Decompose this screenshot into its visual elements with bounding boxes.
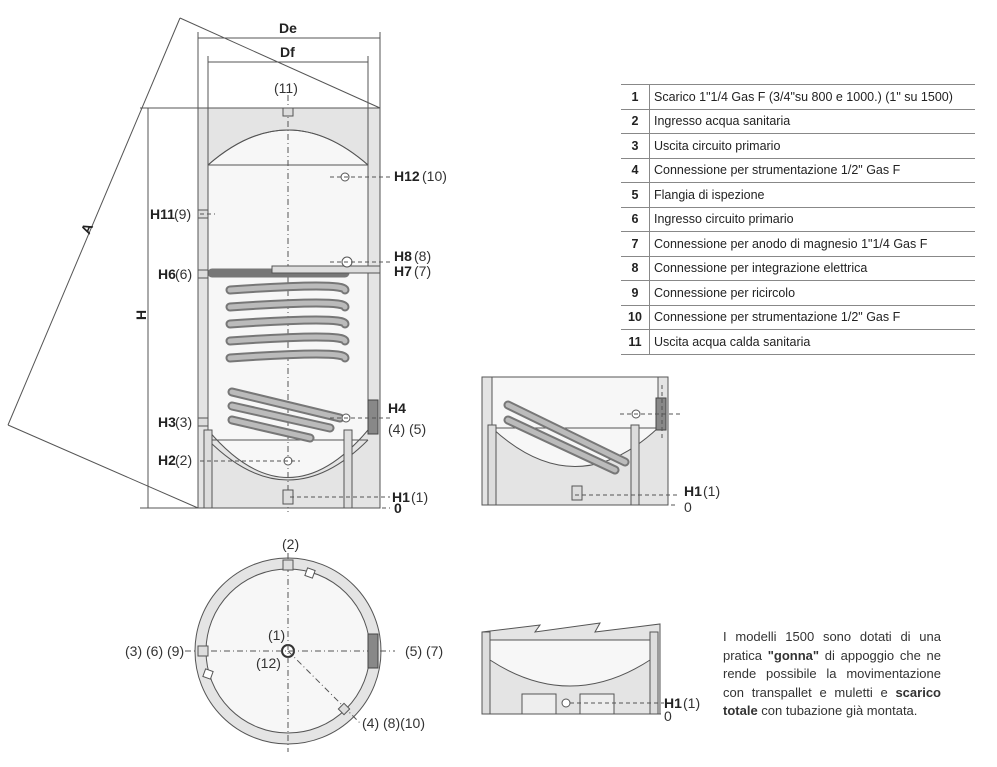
legend-text: Flangia di ispezione (649, 182, 975, 208)
detail-h1-label: H1 (684, 483, 702, 499)
skirt-h1-label: H1 (664, 695, 682, 711)
label-h2-num: (2) (175, 452, 192, 468)
skirt-zero: 0 (664, 708, 672, 724)
label-h1-num: (1) (411, 489, 428, 505)
legend-number: 1 (621, 84, 650, 110)
label-h7-num: (7) (414, 263, 431, 279)
legend-text: Connessione per anodo di magnesio 1"1/4 … (649, 231, 975, 257)
legend-text: Uscita circuito primario (649, 133, 975, 159)
legend-number: 8 (621, 256, 650, 281)
label-h12: H12 (394, 168, 420, 184)
side-view: De Df A H 0 (11) H12 (10) H11 (9) H8 (8)… (7, 17, 447, 516)
legend-number: 4 (621, 158, 650, 183)
legend-number: 6 (621, 207, 650, 232)
label-h2: H2 (158, 452, 176, 468)
label-n11-top: (11) (274, 80, 298, 96)
legend-text: Connessione per strumentazione 1/2" Gas … (649, 158, 975, 183)
plan-view: (2) (3) (6) (9) (5) (7) (1) (12) (4) (8)… (125, 536, 443, 752)
legend-number: 7 (621, 231, 650, 257)
dim-zero: 0 (394, 500, 402, 516)
plan-label-center-top: (1) (268, 627, 285, 643)
detail-view-lower: H1 (1) 0 (481, 376, 720, 515)
legend-number: 2 (621, 109, 650, 134)
dim-h: H (133, 310, 149, 320)
dim-de: De (279, 20, 297, 36)
plan-label-left: (3) (6) (9) (125, 643, 184, 659)
note-text-2: di appoggio che ne rende possibile la mo… (723, 647, 941, 700)
legend-text: Uscita acqua calda sanitaria (649, 329, 975, 355)
label-h11-num: (9) (174, 206, 191, 222)
legend-text: Ingresso acqua sanitaria (649, 109, 975, 134)
legend-number: 3 (621, 133, 650, 159)
skirt-h1-num: (1) (683, 695, 700, 711)
plan-label-top: (2) (282, 536, 299, 552)
label-h12-num: (10) (422, 168, 447, 184)
skirt-detail-view: H1 (1) 0 (481, 622, 700, 724)
legend-number: 9 (621, 280, 650, 306)
plan-label-right: (5) (7) (405, 643, 443, 659)
label-h3-num: (3) (175, 414, 192, 430)
legend-number: 5 (621, 182, 650, 208)
legend-text: Connessione per ricircolo (649, 280, 975, 306)
note-text-1: I modelli 1500 sono dotati di una pratic… (723, 629, 941, 663)
detail-h1-num: (1) (703, 483, 720, 499)
label-h6-num: (6) (175, 266, 192, 282)
note-text-3: con tubazione già montata. (757, 703, 918, 718)
legend-number: 11 (621, 329, 650, 355)
legend-text: Scarico 1"1/4 Gas F (3/4"su 800 e 1000.)… (649, 84, 975, 110)
label-h8-num: (8) (414, 248, 431, 264)
note-bold-2: scarico totale (723, 684, 941, 719)
skirt-note: I modelli 1500 sono dotati di una pratic… (723, 628, 941, 721)
label-h4-num: (4) (5) (388, 421, 426, 437)
label-h4: H4 (388, 400, 406, 416)
label-h7: H7 (394, 263, 412, 279)
label-h6: H6 (158, 266, 176, 282)
label-h1: H1 (392, 489, 410, 505)
legend-text: Connessione per strumentazione 1/2" Gas … (649, 305, 975, 330)
plan-label-diag: (4) (8)(10) (362, 715, 425, 731)
note-bold-1: "gonna" (767, 647, 820, 663)
plan-label-center-bottom: (12) (256, 655, 281, 671)
dim-df: Df (280, 44, 295, 60)
label-h3: H3 (158, 414, 176, 430)
detail-zero: 0 (684, 499, 692, 515)
legend-text: Connessione per integrazione elettrica (649, 256, 975, 281)
legend-text: Ingresso circuito primario (649, 207, 975, 232)
label-h8: H8 (394, 248, 412, 264)
inspection-flange (367, 399, 379, 435)
label-h11: H11 (150, 206, 175, 222)
legend-number: 10 (621, 305, 650, 330)
